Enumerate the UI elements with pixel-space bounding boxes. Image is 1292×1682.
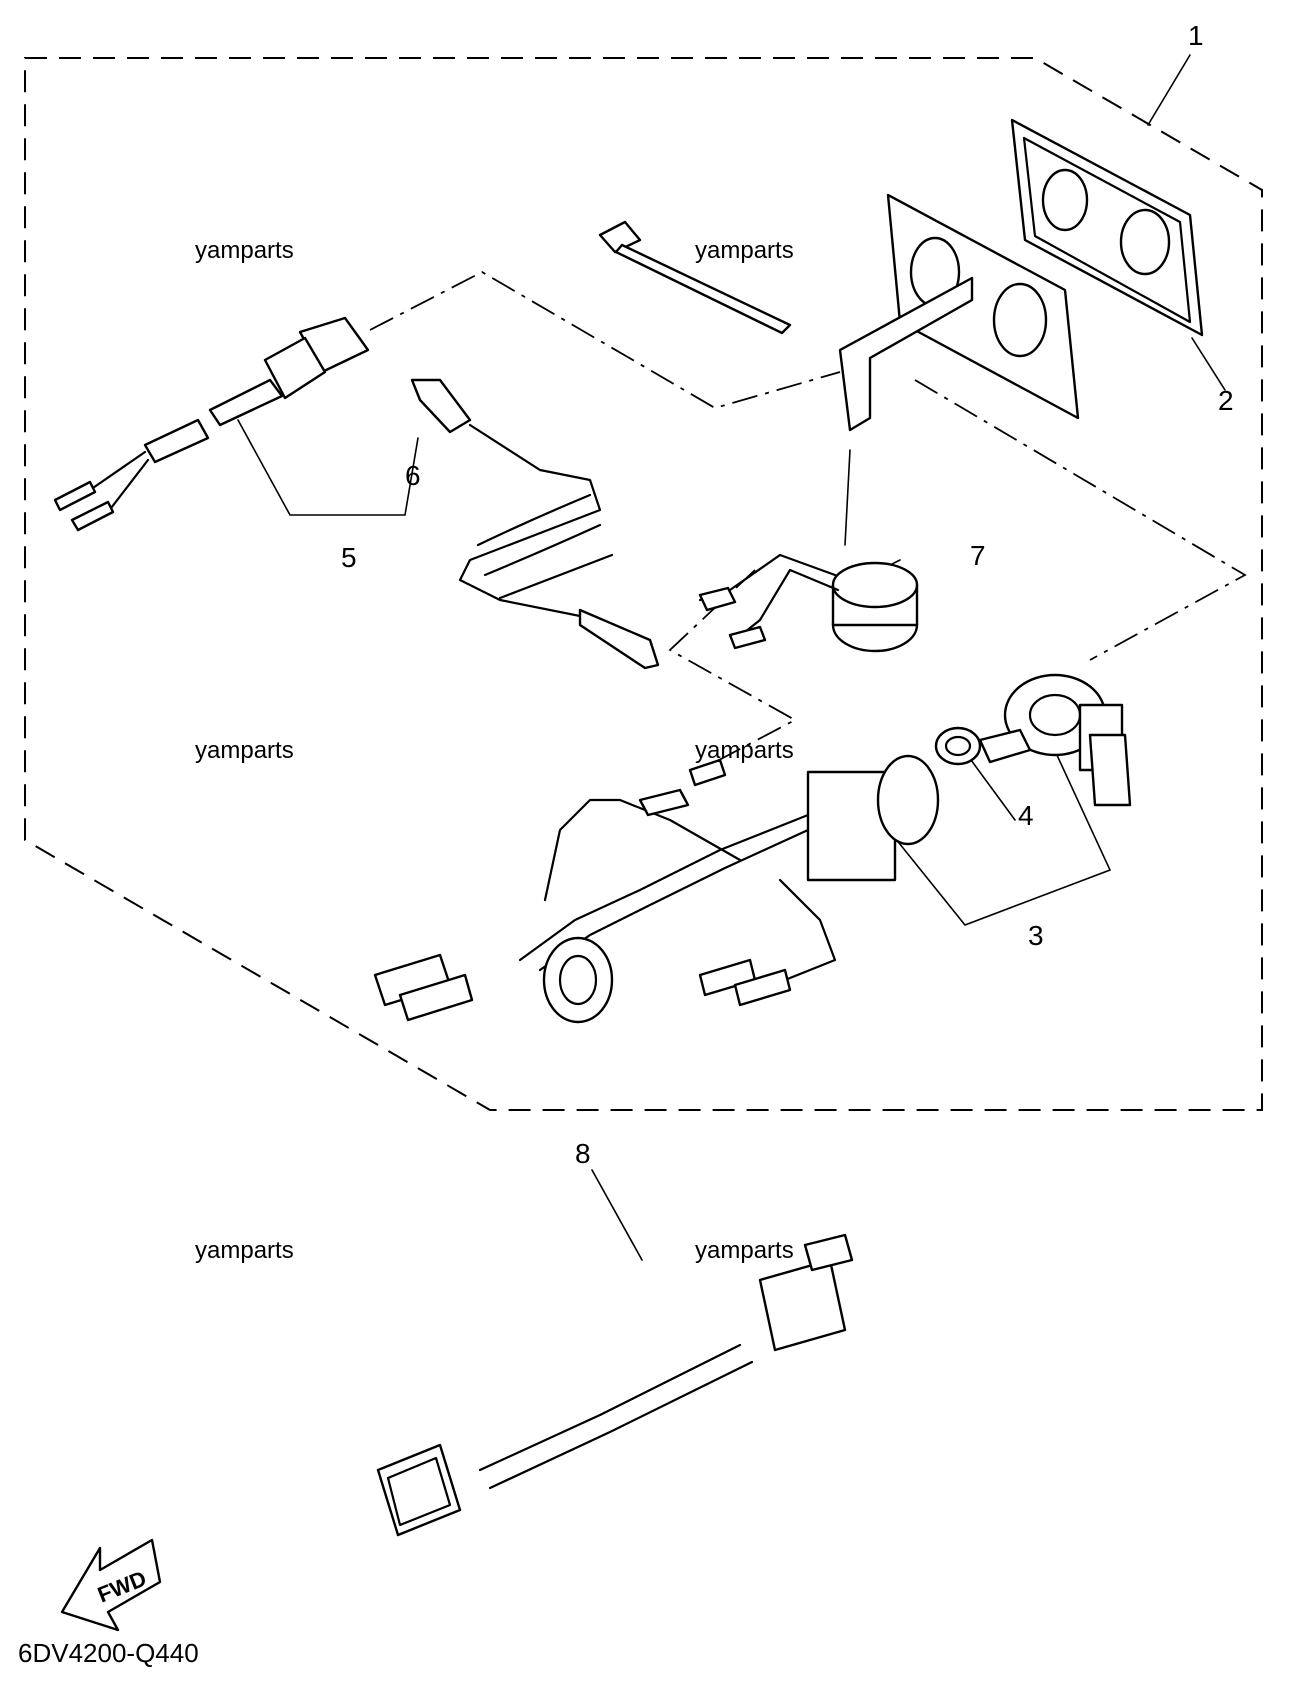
fwd-arrow: FWD [60,1538,162,1632]
washer-part-4 [934,726,982,766]
part-label-1: 1 [1188,20,1204,51]
part-label-3: 3 [1028,920,1044,951]
drawing-code: 6DV4200-Q440 [18,1638,199,1668]
lanyard-part-6 [410,378,660,670]
part-label-7: 7 [970,540,986,571]
watermark: yamparts [195,237,294,264]
switch-part-7 [698,553,919,653]
part-label-5: 5 [341,542,357,573]
watermark: yamparts [695,737,794,764]
panel-plate-part-1 [838,193,1080,432]
part-label-4: 4 [1018,800,1034,831]
watermark: yamparts [195,1237,294,1264]
part-label-8: 8 [575,1138,591,1169]
sensor-switch-part-5 [53,316,370,532]
cable-tie [598,220,792,335]
gasket-part-2 [1010,118,1204,337]
watermark: yamparts [695,237,794,264]
watermark: yamparts [695,1237,794,1264]
part-label-6: 6 [405,460,421,491]
watermark: yamparts [195,737,294,764]
key-switch [978,673,1132,807]
part-label-2: 2 [1218,385,1234,416]
extension-harness-part-8 [376,1233,854,1537]
assembly-lines [369,270,1247,771]
kit-boundary [24,57,1263,1111]
wiring-harness-part-3 [373,754,940,1024]
